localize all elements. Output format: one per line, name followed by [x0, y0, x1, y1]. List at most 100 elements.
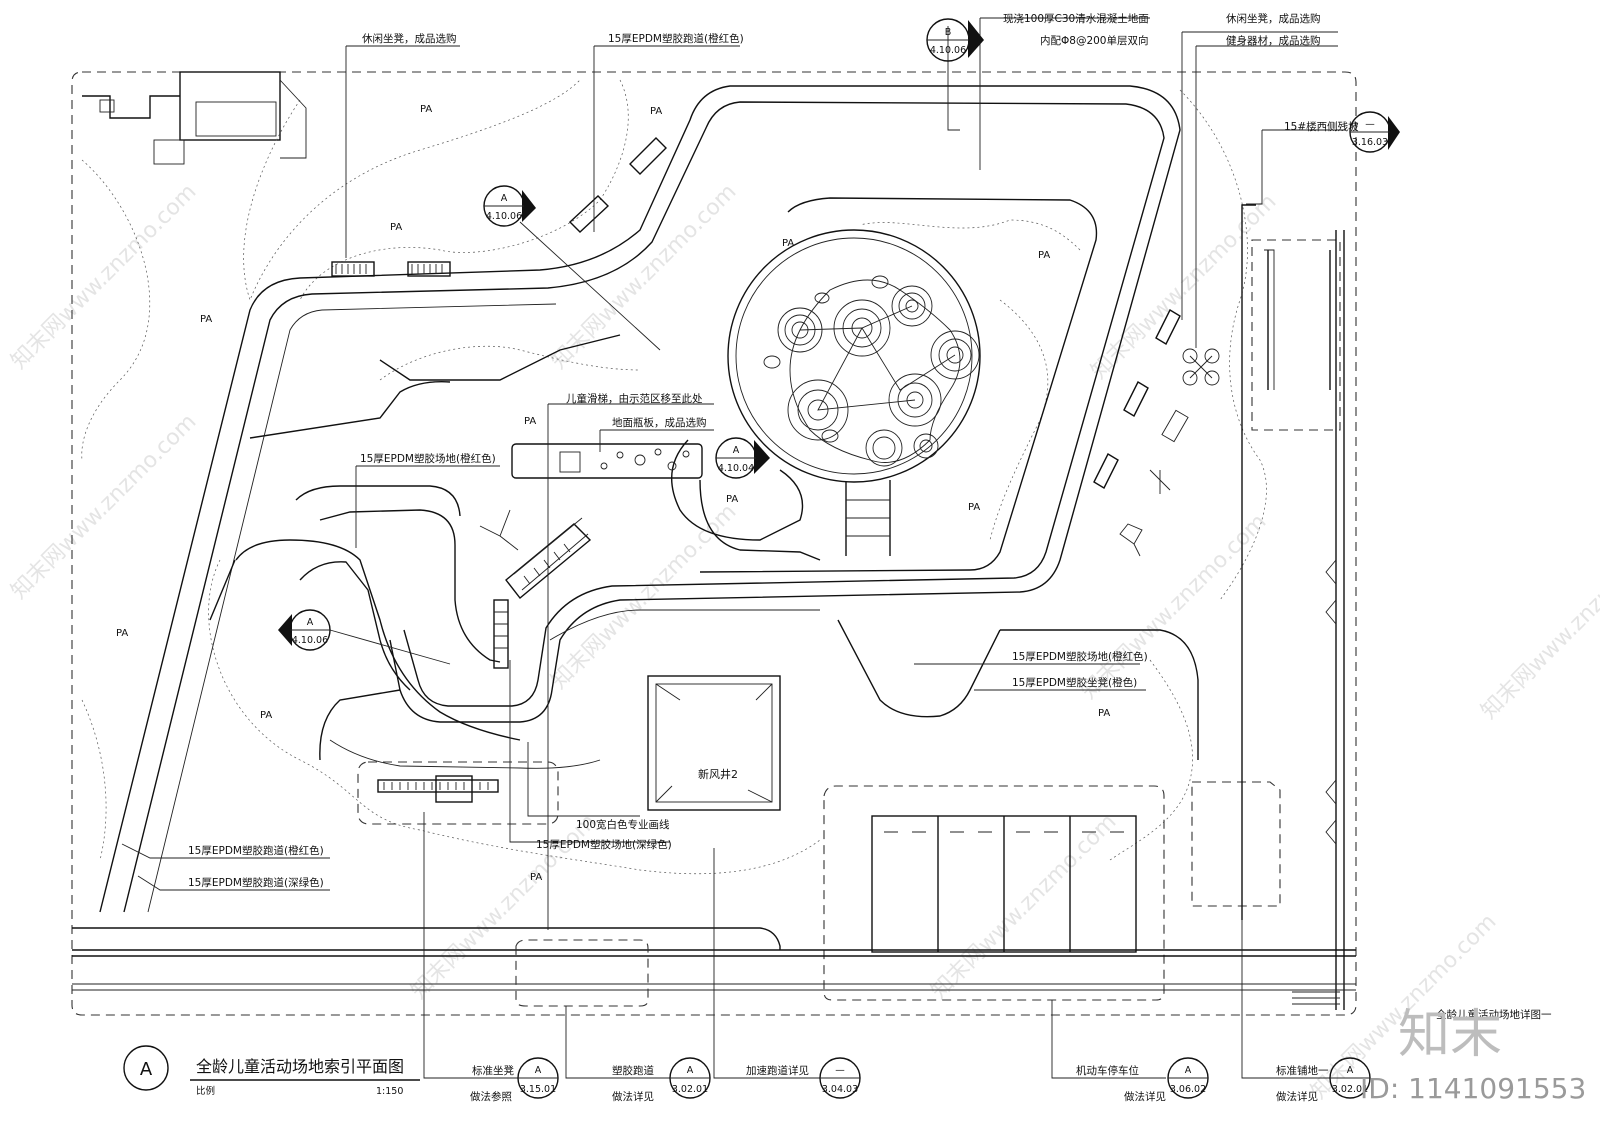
svg-text:做法详见: 做法详见	[1124, 1090, 1166, 1103]
callout-bubble: A 4.10.06	[278, 609, 331, 651]
planting-curves	[81, 79, 1267, 875]
callout-bubble: — 3.16.03	[1349, 111, 1400, 153]
fresh-air-shaft: 新风井2	[647, 675, 781, 811]
svg-text:4.10.06: 4.10.06	[486, 211, 522, 222]
fresh-air-shaft-label: 新风井2	[698, 767, 738, 781]
pa-label: PA	[530, 872, 542, 883]
index-ref: 塑胶跑道 做法详见 A 3.02.01	[612, 1057, 711, 1103]
pa-label: PA	[726, 494, 738, 505]
svg-text:A: A	[307, 617, 314, 628]
index-ref: 标准铺地一 做法详见 A 3.02.01	[1276, 1057, 1371, 1103]
svg-text:标准坐凳: 标准坐凳	[472, 1064, 514, 1077]
annotation-epdm-track-orange: 15厚EPDM塑胶跑道(橙红色)	[188, 844, 324, 857]
svg-text:3.16.03: 3.16.03	[1352, 137, 1388, 148]
annotation-ramp: 15#楼西侧残坡	[1284, 120, 1359, 133]
fitness-equipment	[1119, 348, 1220, 557]
watermark-diagonal: 知末网www.znzmo.com	[1477, 529, 1600, 724]
pa-label: PA	[1098, 708, 1110, 719]
svg-text:A: A	[501, 193, 508, 204]
watermark-id: ID: 1141091553	[1360, 1072, 1586, 1105]
watermark-diagonal: 知末网www.znzmo.com	[7, 409, 202, 604]
svg-text:A: A	[733, 445, 740, 456]
svg-text:做法详见: 做法详见	[1276, 1090, 1318, 1103]
site-boundary	[71, 71, 1357, 1016]
svg-text:3.02.01: 3.02.01	[1332, 1084, 1368, 1095]
svg-text:3.06.02: 3.06.02	[1170, 1084, 1206, 1095]
building-outline	[82, 71, 307, 165]
pa-label: PA	[200, 314, 212, 325]
svg-text:塑胶跑道: 塑胶跑道	[612, 1064, 654, 1077]
svg-text:A: A	[687, 1065, 694, 1076]
annotation-epdm-field-orange-right: 15厚EPDM塑胶场地(橙红色)	[1012, 650, 1148, 663]
annotation-concrete-2: 内配Φ8@200单层双向	[1040, 34, 1149, 47]
annotation-slide-2: 地面瓶板，成品选购	[612, 416, 707, 429]
annotation-slide-1: 儿童滑梯，由示范区移至此处	[566, 392, 703, 405]
svg-text:B: B	[945, 27, 952, 38]
bottom-index: 标准坐凳 做法参照 A 3.15.01 塑胶跑道 做法详见 A 3.02.01 …	[470, 1057, 1371, 1103]
svg-text:A: A	[535, 1065, 542, 1076]
circular-play-area	[727, 229, 981, 556]
pa-label: PA	[116, 628, 128, 639]
svg-text:加速跑道详见: 加速跑道详见	[746, 1064, 809, 1077]
annotation-concrete-1: 现浇100厚C30清水混凝土地面	[1003, 12, 1149, 25]
callout-bubble: A 4.10.06	[483, 185, 536, 227]
brand-logo-text: 知末	[1398, 1005, 1502, 1065]
pa-label: PA	[524, 416, 536, 427]
drawing-title: 全龄儿童活动场地索引平面图	[196, 1057, 404, 1076]
watermark-diagonal: 知末网www.znzmo.com	[547, 499, 742, 694]
svg-text:4.10.04: 4.10.04	[718, 463, 754, 474]
svg-text:A: A	[1347, 1065, 1354, 1076]
leader-lines	[121, 17, 1346, 1079]
section-callouts: A 4.10.06 B 4.10.06 A 4.10.04 A 4.10.06	[278, 18, 1400, 651]
svg-text:3.15.01: 3.15.01	[520, 1084, 556, 1095]
running-track	[99, 85, 1181, 913]
title-marker-circle	[123, 1045, 169, 1091]
svg-text:做法参照: 做法参照	[470, 1090, 512, 1103]
svg-text:标准铺地一: 标准铺地一	[1276, 1064, 1329, 1077]
svg-text:—: —	[835, 1065, 845, 1076]
annotation-bench-right-1: 休闲坐凳，成品选购	[1226, 12, 1321, 25]
svg-text:做法详见: 做法详见	[612, 1090, 654, 1103]
svg-text:3.04.03: 3.04.03	[822, 1084, 858, 1095]
annotation-track-top: 15厚EPDM塑胶跑道(橙红色)	[608, 32, 744, 45]
pa-label: PA	[390, 222, 402, 233]
parking-area	[823, 781, 1281, 1001]
annotations: 休闲坐凳，成品选购 15厚EPDM塑胶跑道(橙红色) 现浇100厚C30清水混凝…	[188, 12, 1552, 1021]
callout-bubble: B 4.10.06	[926, 18, 984, 62]
pa-label: PA	[968, 502, 980, 513]
watermark-diagonal: 知末网www.znzmo.com	[927, 809, 1122, 1004]
pa-label: PA	[782, 238, 794, 249]
pa-labels: PA PA PA PA PA PA PA PA PA PA PA PA PA	[116, 104, 1110, 883]
annotation-epdm-bench-orange: 15厚EPDM塑胶坐凳(橙色)	[1012, 676, 1137, 689]
watermark-diagonal: 知末网www.znzmo.com	[7, 179, 202, 374]
scale-label: 比例	[196, 1085, 215, 1097]
index-ref: 加速跑道详见 — 3.04.03	[746, 1057, 861, 1099]
annotation-epdm-field-orange: 15厚EPDM塑胶场地(橙红色)	[360, 452, 496, 465]
brand-watermark: 知末 ID: 1141091553	[1360, 1005, 1586, 1105]
pa-label: PA	[420, 104, 432, 115]
slide-area	[479, 443, 703, 669]
pa-label: PA	[1038, 250, 1050, 261]
central-platform	[549, 197, 1199, 760]
index-ref: 机动车停车位 做法详见 A 3.06.02	[1076, 1057, 1209, 1103]
drawing-scale: 1:150	[376, 1086, 403, 1097]
annotation-white-line: 100宽白色专业画线	[576, 818, 670, 831]
annotation-bench-right-2: 健身器材，成品选购	[1226, 34, 1321, 47]
right-building-edge	[1241, 204, 1345, 1010]
watermark-diagonal: 知末网www.znzmo.com	[547, 179, 742, 374]
title-block: A 全龄儿童活动场地索引平面图 比例 1:150	[123, 1045, 420, 1097]
annotation-bench-top: 休闲坐凳，成品选购	[362, 32, 457, 45]
index-ref: 标准坐凳 做法参照 A 3.15.01	[470, 1057, 559, 1103]
annotation-epdm-track-green: 15厚EPDM塑胶跑道(深绿色)	[188, 876, 324, 889]
watermark-layer: 知末网www.znzmo.com 知末网www.znzmo.com 知末网www…	[7, 179, 1600, 1104]
annotation-epdm-field-green: 15厚EPDM塑胶场地(深绿色)	[536, 838, 672, 851]
svg-text:—: —	[1365, 119, 1375, 130]
title-marker: A	[140, 1059, 153, 1080]
svg-text:3.02.01: 3.02.01	[672, 1084, 708, 1095]
annotation-detail-ref-right: 全龄儿童活动场地详图一	[1436, 1008, 1552, 1021]
svg-text:4.10.06: 4.10.06	[930, 45, 966, 56]
pa-label: PA	[650, 106, 662, 117]
benches	[331, 137, 1181, 803]
